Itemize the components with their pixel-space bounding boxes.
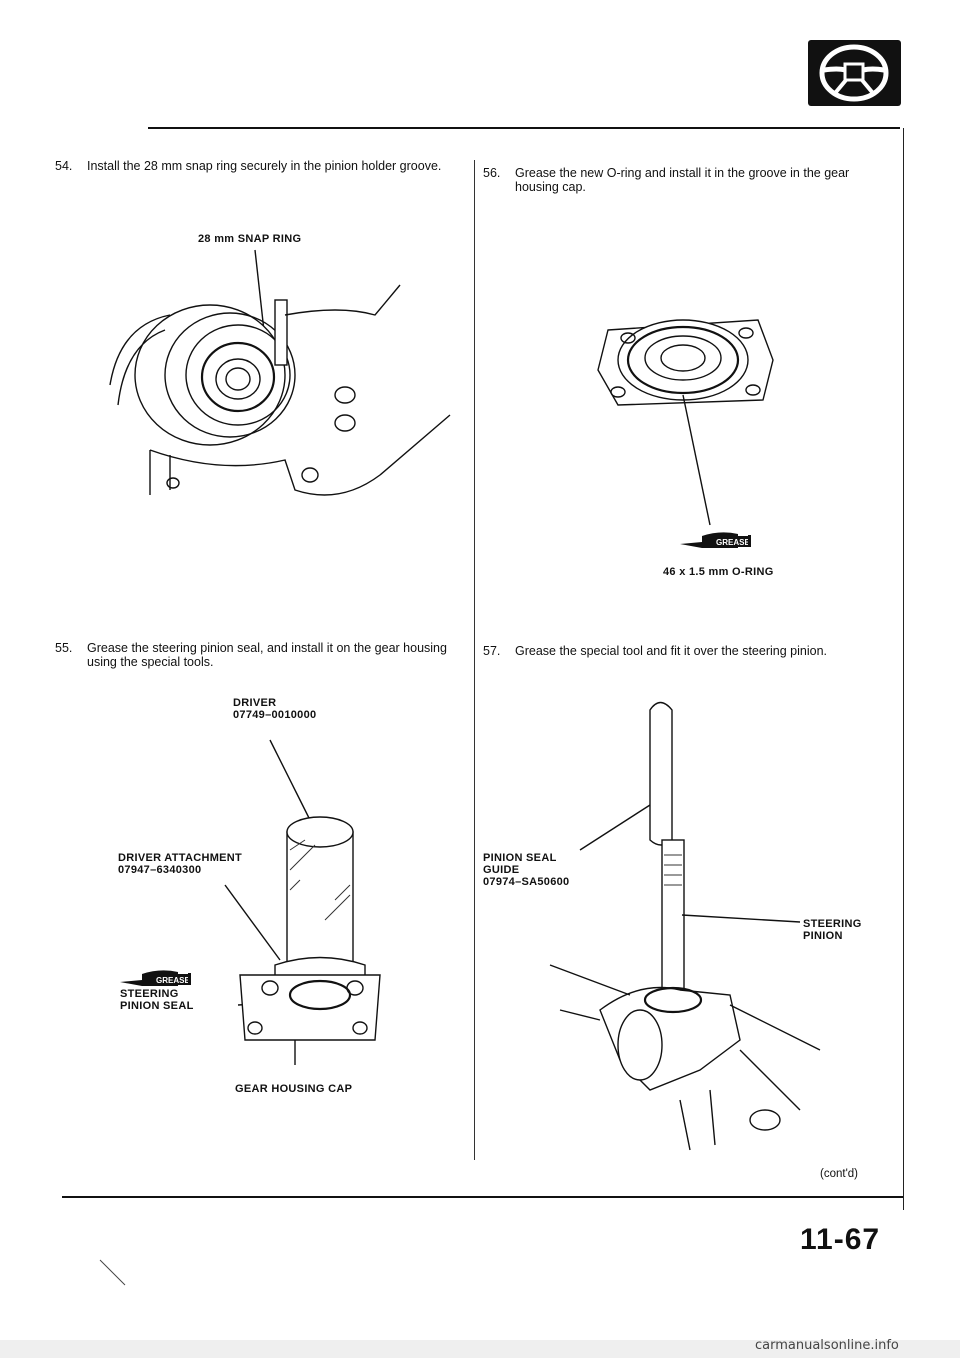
grease-icon-oring: GREASE xyxy=(680,530,760,555)
scan-mark xyxy=(99,1259,126,1286)
step-54: 54. Install the 28 mm snap ring securely… xyxy=(55,159,460,191)
step-text: Install the 28 mm snap ring securely in … xyxy=(87,159,442,173)
step-number: 54. xyxy=(55,159,73,173)
grease-icon-text: GREASE xyxy=(716,538,750,547)
footer-url: carmanualsonline.info xyxy=(755,1338,899,1353)
step-number: 57. xyxy=(483,644,501,658)
label-driver-attachment: DRIVER ATTACHMENT 07947–6340300 xyxy=(118,852,242,876)
label-steering-pinion-seal: STEERING PINION SEAL xyxy=(120,988,194,1012)
step-56: 56. Grease the new O-ring and install it… xyxy=(483,166,888,198)
step-number: 56. xyxy=(483,166,501,180)
figure-snap-ring xyxy=(109,249,451,496)
figure-o-ring xyxy=(597,319,774,526)
step-text: Grease the special tool and fit it over … xyxy=(515,644,827,658)
step-number: 55. xyxy=(55,641,73,655)
section-icon-box xyxy=(808,40,901,106)
label-driver-part: 07749–0010000 xyxy=(233,709,317,721)
continued-note: (cont'd) xyxy=(820,1168,858,1180)
label-pinion-seal-line1: STEERING xyxy=(120,988,179,1000)
step-text: Grease the new O-ring and install it in … xyxy=(515,166,850,194)
label-gear-housing-cap: GEAR HOUSING CAP xyxy=(235,1083,353,1095)
right-margin-rule xyxy=(903,128,904,1210)
label-o-ring: 46 x 1.5 mm O-RING xyxy=(663,566,774,578)
label-steering-pinion-line2: PINION xyxy=(803,930,843,942)
label-attachment-part: 07947–6340300 xyxy=(118,864,202,876)
figure-pinion-seal-guide xyxy=(549,701,821,1151)
label-guide-part: 07974–SA50600 xyxy=(483,876,570,888)
label-pinion-seal-guide: PINION SEAL GUIDE 07974–SA50600 xyxy=(483,852,569,888)
footer-band xyxy=(0,1340,960,1358)
step-text: Grease the steering pinion seal, and ins… xyxy=(87,641,447,669)
grease-icon-text: GREASE xyxy=(156,976,190,985)
bottom-rule xyxy=(62,1196,904,1198)
label-steering-pinion: STEERING PINION xyxy=(803,918,862,942)
label-steering-pinion-line1: STEERING xyxy=(803,918,862,930)
figure-driver-install xyxy=(224,739,381,1065)
label-driver: DRIVER 07749–0010000 xyxy=(233,697,316,721)
steering-wheel-icon xyxy=(819,44,889,102)
step-57: 57. Grease the special tool and fit it o… xyxy=(483,644,888,676)
grease-icon: GREASE xyxy=(120,968,200,993)
step-55: 55. Grease the steering pinion seal, and… xyxy=(55,641,460,673)
column-divider xyxy=(474,160,475,1160)
label-attachment-name: DRIVER ATTACHMENT xyxy=(118,852,243,864)
label-pinion-seal-line2: PINION SEAL xyxy=(120,1000,194,1012)
top-rule xyxy=(148,127,900,129)
page-number: 11-67 xyxy=(800,1223,881,1256)
label-driver-name: DRIVER xyxy=(233,697,277,709)
label-guide-line1: PINION SEAL xyxy=(483,852,557,864)
label-guide-line2: GUIDE xyxy=(483,864,520,876)
label-snap-ring: 28 mm SNAP RING xyxy=(198,233,302,245)
